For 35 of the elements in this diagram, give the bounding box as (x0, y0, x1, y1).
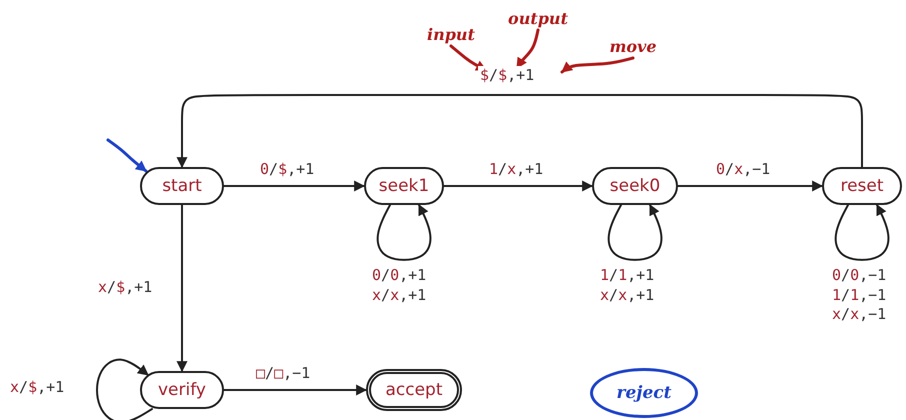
state-box (822, 167, 902, 205)
state-name: verify (158, 380, 206, 400)
transition-arrow (176, 204, 188, 372)
handwritten-circle (590, 368, 698, 418)
edge-label: x/$,+1 (8, 378, 66, 398)
transition-arrow (443, 180, 594, 192)
transition-arrow (677, 180, 824, 192)
state-name: output (508, 8, 568, 28)
state-box (592, 167, 678, 205)
edge-label: 0/x,−1 (714, 160, 772, 180)
state-name: accept (385, 380, 443, 400)
state-box (140, 167, 224, 205)
transition-arrow (176, 94, 863, 168)
self-loop-arrow (96, 358, 153, 420)
state-name: move (609, 36, 657, 56)
self-loop-arrow (608, 204, 662, 261)
hand-drawn-arrow (560, 56, 634, 74)
state-name: input (427, 24, 475, 44)
state-name: seek0 (610, 176, 660, 196)
edge-label: □/□,−1 (254, 364, 312, 384)
state-name: reject (616, 383, 672, 403)
state-box (364, 167, 444, 205)
transition-arrow (223, 180, 366, 192)
self-loop-arrow (376, 204, 432, 261)
state-name: reset (840, 176, 884, 196)
accept-state (366, 369, 462, 411)
hand-drawn-arrow (106, 138, 148, 172)
state-box (140, 371, 224, 409)
transition-arrow (223, 384, 368, 396)
edge-label: 0/$,+1 (258, 160, 316, 180)
self-loop-arrow (834, 204, 890, 261)
edge-label: x/$,+1 (96, 278, 154, 298)
edge-label: $/$,+1 (478, 66, 536, 86)
state-name: seek1 (378, 176, 430, 196)
state-name: start (162, 176, 202, 196)
